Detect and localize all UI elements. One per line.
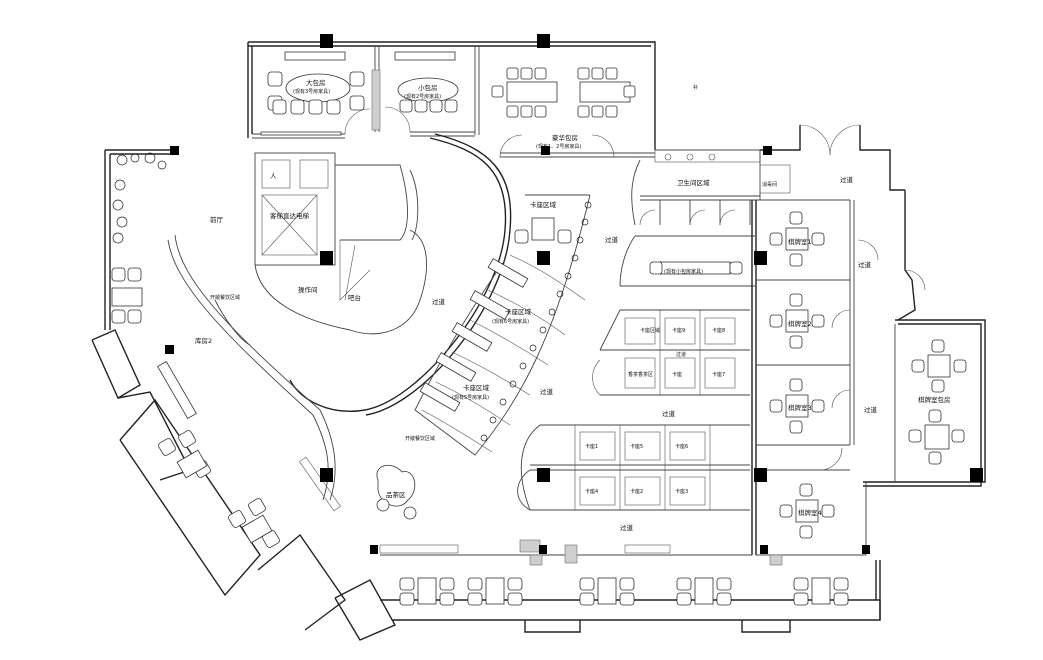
label-big-room-note: (现有3号房家具) bbox=[293, 88, 330, 95]
label-passage-bottom: 过道 bbox=[620, 523, 634, 532]
label-booth-top: 卡座区域 bbox=[530, 200, 557, 209]
label-elevator: 客梯直达电梯 bbox=[270, 211, 310, 220]
label-mahjong3: 棋牌室3 bbox=[788, 403, 812, 412]
label-booth-b4: 卡座4 bbox=[585, 488, 598, 495]
top-booth-furniture bbox=[514, 194, 590, 244]
luxury-room-furniture bbox=[491, 67, 636, 118]
label-mahjong-vip: 棋牌室包房 bbox=[918, 395, 951, 404]
small-room-existing bbox=[619, 235, 755, 287]
booth-zone-curve bbox=[414, 194, 591, 456]
plant-row bbox=[112, 152, 592, 442]
label-passage-right-top: 过道 bbox=[840, 175, 854, 184]
big-room-furniture bbox=[260, 71, 365, 136]
mahjong-rooms bbox=[751, 199, 867, 556]
label-booth-b5: 卡座5 bbox=[630, 443, 643, 450]
label-note-mid: 开敞餐饮区域 bbox=[405, 435, 435, 442]
label-bar: 吧台 bbox=[348, 293, 361, 302]
label-passage-booth-mid: 过道 bbox=[676, 351, 686, 358]
label-mahjong1: 棋牌室1 bbox=[788, 237, 812, 246]
label-booth-mid: 卡座区域 bbox=[505, 307, 532, 316]
room-labels: 大包房 (现有3号房家具) 小包房 (现有2号房家具) 豪华包房 (现有1、2号… bbox=[195, 78, 951, 532]
vip-mahjong bbox=[799, 124, 967, 482]
label-booth-b8: 卡座8 bbox=[712, 327, 725, 334]
label-note-left: 开敞餐饮区域 bbox=[210, 294, 240, 301]
label-booth-b1: 卡座1 bbox=[585, 443, 598, 450]
bottom-dining-row bbox=[379, 539, 849, 606]
label-booth-low: 卡座区域 bbox=[463, 383, 490, 392]
left-hall-furniture bbox=[111, 267, 341, 548]
label-corner-mark: 补 bbox=[693, 84, 698, 91]
label-kitchen-mark: 消毒间 bbox=[762, 181, 777, 188]
label-hall: 前厅 bbox=[210, 215, 224, 224]
structural-columns bbox=[165, 34, 983, 554]
label-passage-right-mid: 过道 bbox=[858, 260, 872, 269]
small-room-furniture bbox=[397, 77, 459, 113]
label-mahjong4: 棋牌室4 bbox=[798, 508, 822, 517]
label-luxury-room: 豪华包房 bbox=[552, 133, 578, 142]
label-storage2: 库房2 bbox=[195, 336, 212, 345]
right-booth-blocks bbox=[517, 309, 750, 511]
label-booth-b2: 卡座2 bbox=[630, 488, 643, 495]
label-passage-mid-2: 过道 bbox=[662, 409, 676, 418]
label-passage-toilet: 过道 bbox=[605, 235, 619, 244]
top-rooms-walls bbox=[252, 46, 655, 158]
label-mahjong2: 棋牌室2 bbox=[788, 319, 812, 328]
label-booth-b9: 卡座9 bbox=[672, 327, 685, 334]
label-passage-center: 过道 bbox=[432, 297, 446, 306]
outer-walls bbox=[91, 41, 986, 641]
label-booth-b6: 卡座6 bbox=[675, 443, 688, 450]
tea-area-furniture bbox=[376, 464, 417, 520]
label-tea-area: 品茶区 bbox=[386, 490, 406, 499]
label-human: 人 bbox=[270, 172, 277, 180]
label-small-room-existing: (现有小包房家具) bbox=[664, 268, 703, 275]
label-booth-b3: 卡座3 bbox=[675, 488, 688, 495]
label-small-room: 小包房 bbox=[418, 83, 438, 92]
label-operation: 操作间 bbox=[298, 285, 318, 294]
label-booth-zone-center: 卡座区域 bbox=[640, 327, 660, 334]
central-curve bbox=[167, 133, 512, 501]
label-luxury-room-note: (现有1、2号房家具) bbox=[536, 143, 581, 150]
label-toilet-area: 卫生间区域 bbox=[677, 178, 710, 187]
label-passage-right-low: 过道 bbox=[864, 405, 878, 414]
label-booth-mid-note: (现有6号房家具) bbox=[492, 318, 529, 325]
label-booth-b7: 卡座7 bbox=[712, 371, 725, 378]
label-sofa-booth: 卡座 bbox=[672, 371, 682, 378]
core-walls bbox=[254, 152, 428, 335]
label-big-room: 大包房 bbox=[306, 78, 326, 87]
label-passage-mid: 过道 bbox=[540, 387, 554, 396]
label-tea-table-area: 香茶香茶区 bbox=[628, 371, 653, 378]
label-small-room-note: (现有2号房家具) bbox=[404, 93, 441, 100]
toilet-area bbox=[631, 149, 791, 226]
label-booth-low-note: (现有5号房家具) bbox=[452, 394, 489, 401]
